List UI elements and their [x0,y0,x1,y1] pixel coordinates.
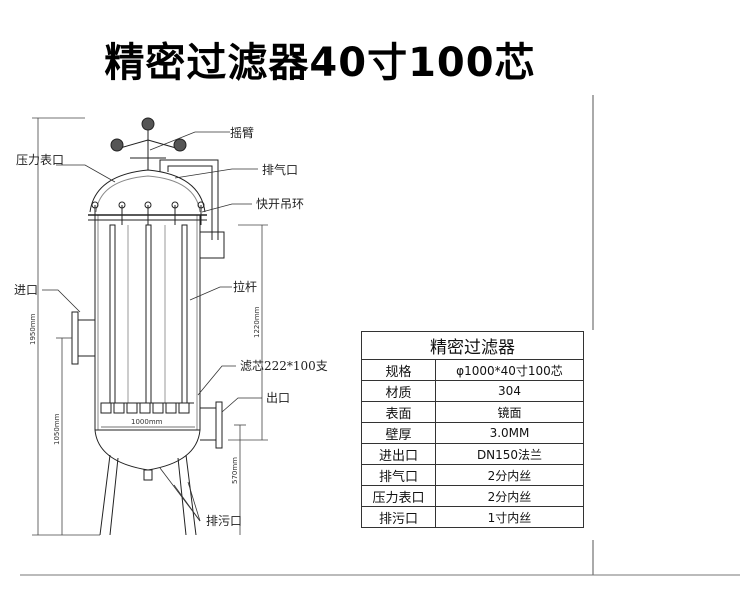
inlet-nozzle [71,311,95,365]
spec-value: 1寸内丝 [435,506,584,528]
spec-value: 2分内丝 [435,485,584,507]
label-outlet: 出口 [266,391,290,405]
spec-key: 规格 [361,359,436,381]
spec-value: φ1000*40寸100芯 [435,359,584,381]
rocker-knob-top [141,117,155,131]
dim-cartridge-height: 1220mm [253,306,261,338]
filter-cartridges [100,224,194,414]
spec-key: 排污口 [361,506,436,528]
spec-value: 镜面 [435,401,584,423]
vent-pipe [159,159,225,259]
rocker-knob-left [110,138,124,152]
spec-key: 压力表口 [361,485,436,507]
dim-total-height: 1950mm [29,313,37,345]
drain-fitting [143,469,153,481]
spec-key: 材质 [361,380,436,402]
spec-key: 进出口 [361,443,436,465]
spec-key: 壁厚 [361,422,436,444]
quick-open-clamps [91,201,205,225]
spec-value: 3.0MM [435,422,584,444]
dim-inlet-height: 1050mm [53,413,61,445]
outlet-nozzle [200,401,223,449]
label-rocker-arm: 摇臂 [230,126,254,140]
leader-lines [42,131,262,522]
spec-key: 表面 [361,401,436,423]
label-tie-rod: 拉杆 [233,279,257,294]
spec-key: 排气口 [361,464,436,486]
label-filter-cartridge: 滤芯222*100支 [240,359,328,373]
dim-outlet-height: 570mm [231,457,239,484]
table-row: 表面镜面 [361,401,584,423]
label-pressure-gauge-port: 压力表口 [16,153,64,167]
label-drain-port: 排污口 [206,514,242,528]
spec-value: DN150法兰 [435,443,584,465]
label-vent-port: 排气口 [262,162,298,177]
spec-table-title: 精密过滤器 [361,331,584,360]
label-quick-open-ring: 快开吊环 [256,197,304,211]
page-title: 精密过滤器40寸100芯 [104,40,536,86]
spec-value: 2分内丝 [435,464,584,486]
dimension-lines [32,117,268,536]
rocker-knob-right [173,138,187,152]
dim-diameter: 1000mm [131,418,163,426]
spec-value: 304 [435,380,584,402]
label-inlet: 进口 [14,283,38,297]
